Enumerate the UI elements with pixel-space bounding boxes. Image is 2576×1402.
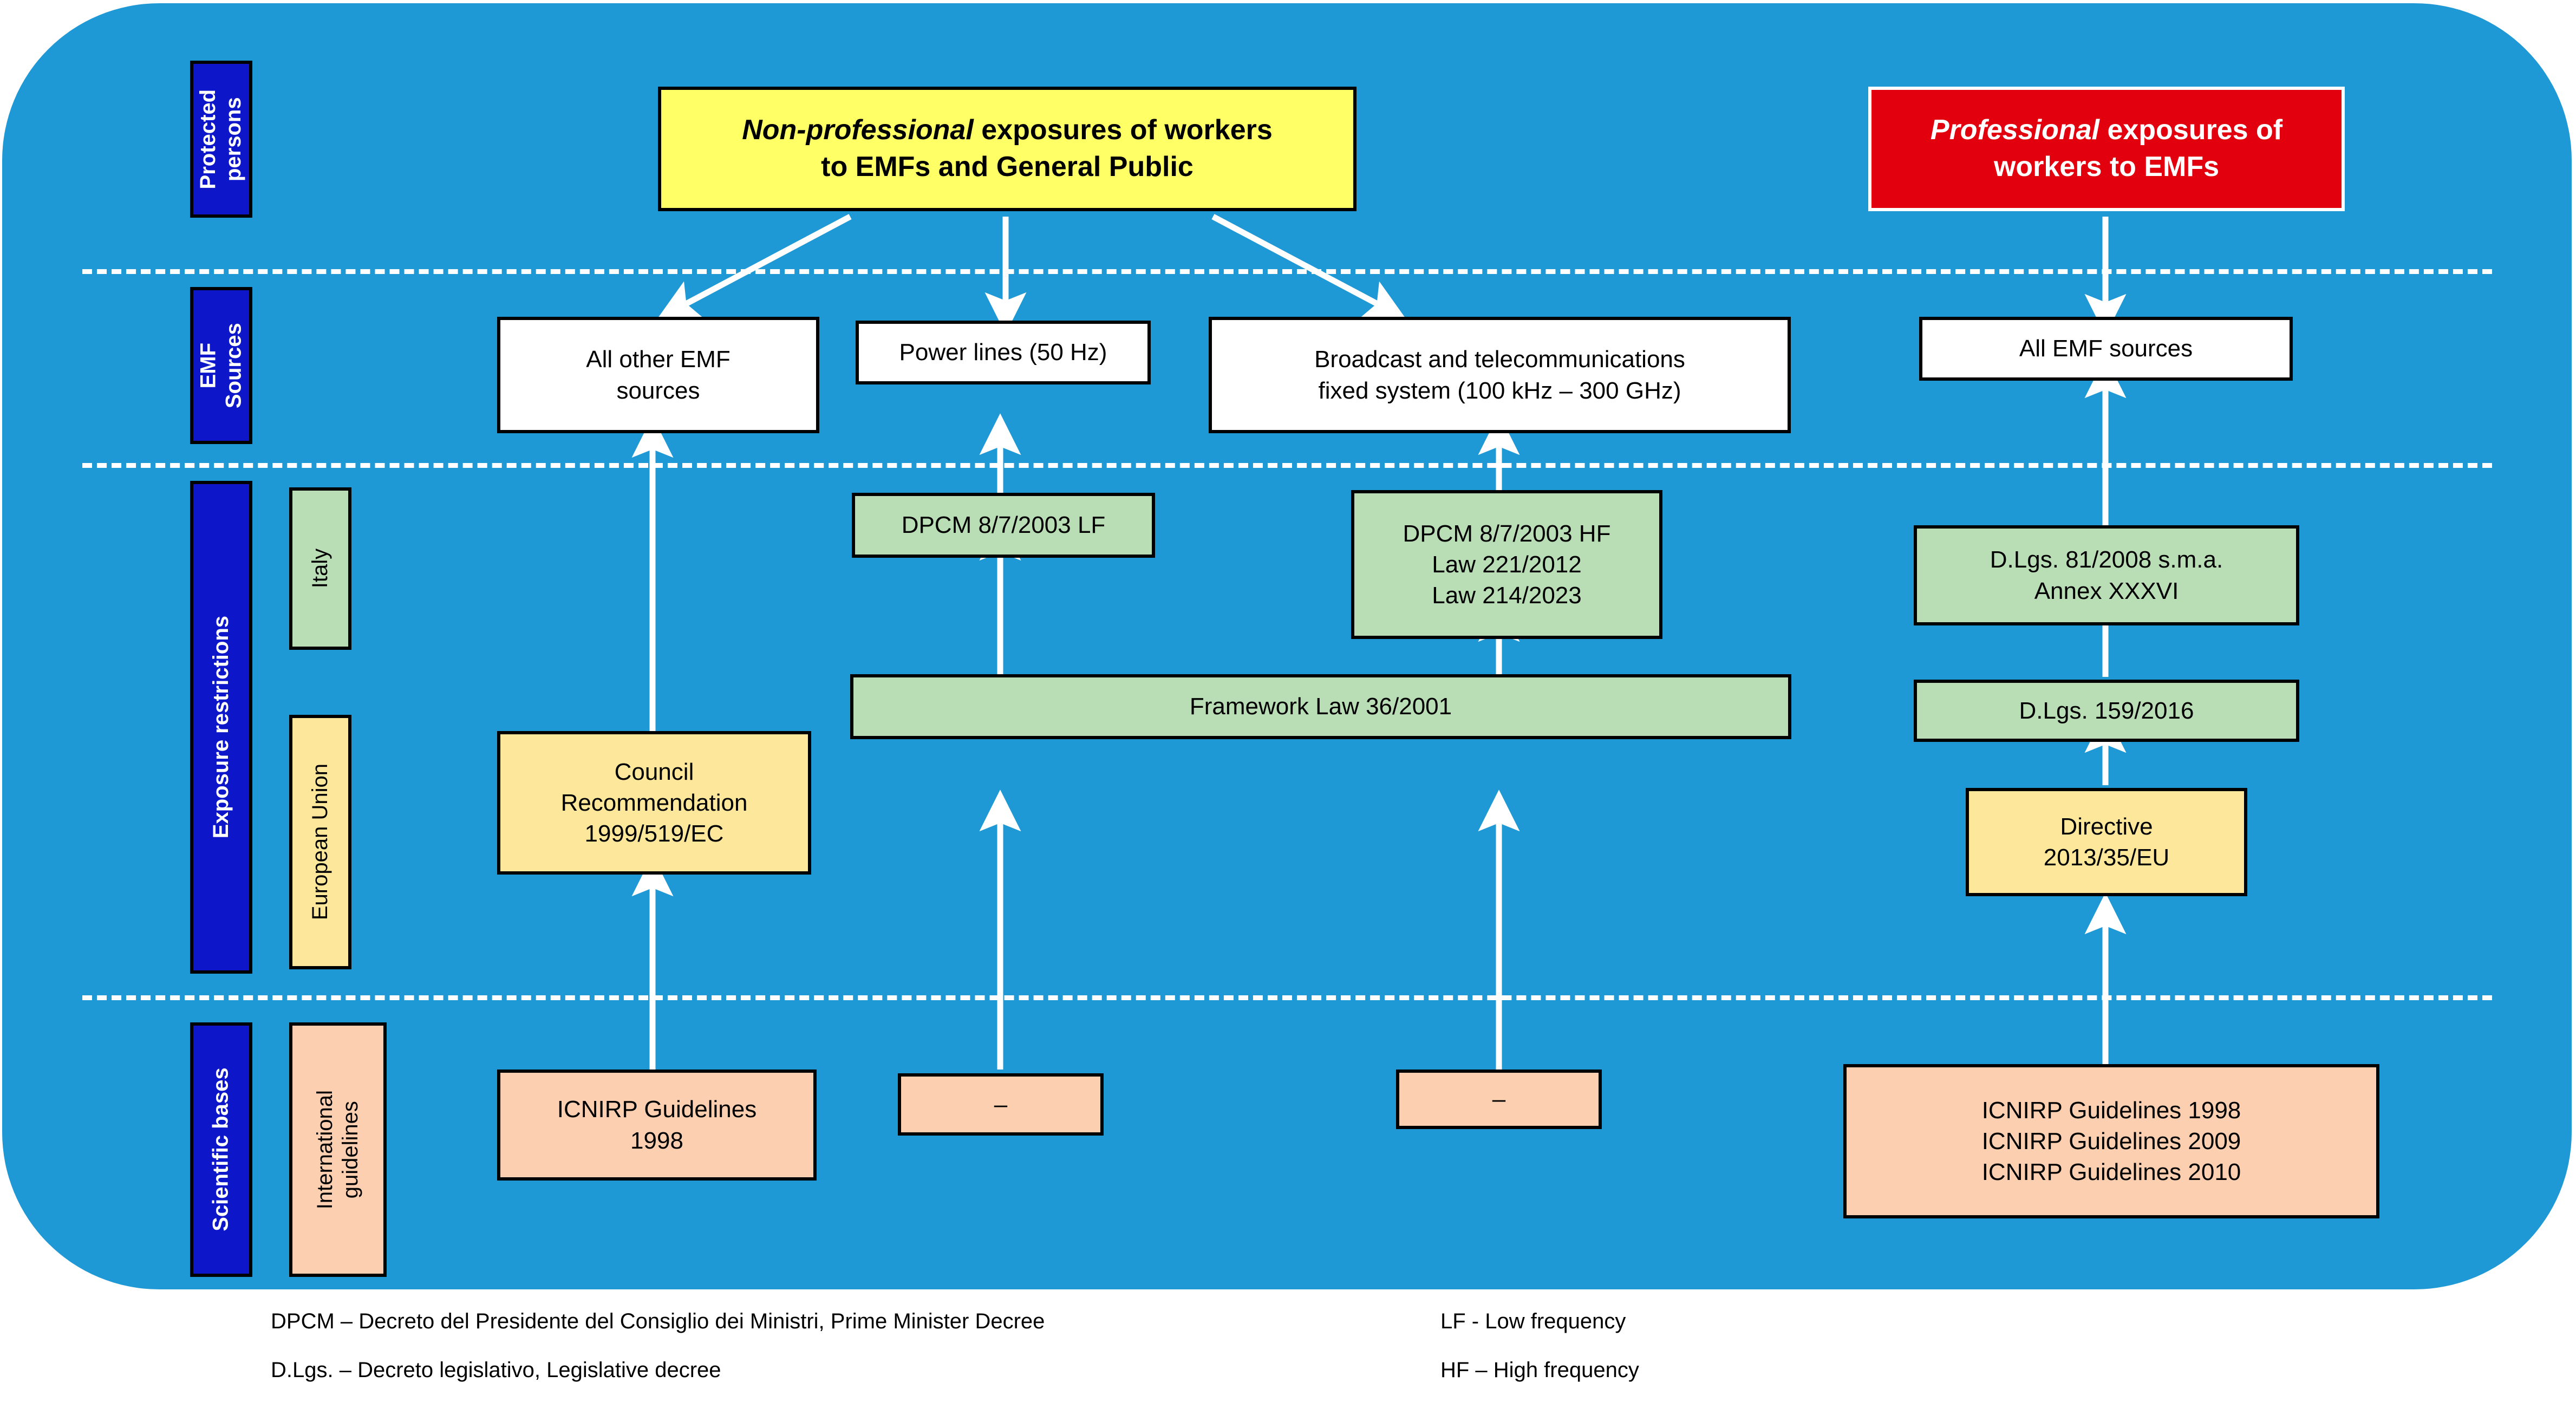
rail-european-union-label: European Union bbox=[308, 764, 332, 921]
legend-hf: HF – High frequency bbox=[1440, 1358, 1639, 1382]
scientific-dash-lf: – bbox=[898, 1073, 1104, 1136]
rail-scientific-bases: Scientific bases bbox=[190, 1022, 252, 1277]
restriction-council-rec-line2: Recommendation bbox=[560, 789, 748, 816]
rail-european-union: European Union bbox=[289, 715, 351, 969]
source-all-emf-sources-label: All EMF sources bbox=[2019, 335, 2193, 362]
restriction-directive-line1: Directive bbox=[2060, 813, 2153, 840]
restriction-directive-2013-35-eu: Directive 2013/35/EU bbox=[1966, 788, 2247, 896]
source-power-lines-label: Power lines (50 Hz) bbox=[899, 339, 1107, 366]
header-nonprofessional-exposures: Non-professional exposures of workers to… bbox=[658, 87, 1357, 211]
restriction-dpcm-hf-line1: DPCM 8/7/2003 HF bbox=[1403, 520, 1611, 547]
rail-italy-label: Italy bbox=[308, 549, 332, 589]
band-separator-sources-restrictions bbox=[82, 463, 2492, 468]
rail-exposure-restrictions: Exposure restrictions bbox=[190, 481, 252, 974]
rail-protected-persons-line1: Protected bbox=[196, 89, 220, 190]
restriction-dlgs-159-2016: D.Lgs. 159/2016 bbox=[1914, 680, 2299, 742]
restriction-dlgs-81-line2: Annex XXXVI bbox=[2034, 577, 2179, 604]
header-nonprofessional-emphasis: Non-professional bbox=[742, 114, 974, 146]
rail-protected-persons-line2: persons bbox=[221, 97, 246, 181]
source-broadcast-line1: Broadcast and telecommunications bbox=[1314, 346, 1685, 373]
scientific-icnirp-right-line2: ICNIRP Guidelines 2009 bbox=[1981, 1127, 2241, 1155]
rail-exposure-restrictions-label: Exposure restrictions bbox=[208, 616, 233, 839]
restriction-council-recommendation: Council Recommendation 1999/519/EC bbox=[497, 731, 811, 875]
scientific-dash-lf-label: – bbox=[994, 1091, 1008, 1118]
legend-dpcm: DPCM – Decreto del Presidente del Consig… bbox=[271, 1309, 1045, 1333]
source-all-emf-sources: All EMF sources bbox=[1919, 317, 2293, 381]
scientific-icnirp-1998-line1: ICNIRP Guidelines bbox=[557, 1096, 757, 1123]
header-nonprofessional-rest: exposures of workers bbox=[973, 114, 1273, 146]
scientific-icnirp-right-line1: ICNIRP Guidelines 1998 bbox=[1981, 1097, 2241, 1124]
restriction-dlgs-81-2008: D.Lgs. 81/2008 s.m.a. Annex XXXVI bbox=[1914, 525, 2299, 625]
rail-emf-sources-line2: Sources bbox=[221, 323, 246, 408]
band-separator-protected-sources bbox=[82, 269, 2492, 274]
legend-lf: LF - Low frequency bbox=[1440, 1309, 1626, 1333]
header-professional-line1: Professional exposures of bbox=[1931, 112, 2282, 149]
restriction-dlgs-81-line1: D.Lgs. 81/2008 s.m.a. bbox=[1990, 546, 2223, 573]
header-nonprofessional-line2: to EMFs and General Public bbox=[821, 151, 1194, 182]
scientific-dash-hf-label: – bbox=[1492, 1086, 1506, 1113]
restriction-framework-law-label: Framework Law 36/2001 bbox=[1189, 693, 1452, 720]
source-all-other-emf-line1: All other EMF bbox=[586, 346, 731, 373]
rail-italy: Italy bbox=[289, 487, 351, 650]
scientific-icnirp-right: ICNIRP Guidelines 1998 ICNIRP Guidelines… bbox=[1843, 1064, 2379, 1218]
restriction-council-rec-line3: 1999/519/EC bbox=[584, 820, 724, 847]
source-broadcast-line2: fixed system (100 kHz – 300 GHz) bbox=[1318, 377, 1681, 404]
legend-dlgs: D.Lgs. – Decreto legislativo, Legislativ… bbox=[271, 1358, 721, 1382]
rail-international-guidelines-line1: International bbox=[312, 1090, 337, 1210]
rail-international-guidelines-line2: guidelines bbox=[338, 1100, 362, 1199]
source-all-other-emf: All other EMF sources bbox=[497, 317, 819, 433]
restriction-dpcm-hf-line3: Law 214/2023 bbox=[1432, 582, 1582, 609]
header-professional-line2: workers to EMFs bbox=[1993, 151, 2220, 182]
restriction-framework-law-36-2001: Framework Law 36/2001 bbox=[850, 674, 1791, 739]
rail-emf-sources: EMF Sources bbox=[190, 287, 252, 444]
scientific-icnirp-right-line3: ICNIRP Guidelines 2010 bbox=[1981, 1159, 2241, 1186]
header-professional-rest: exposures of bbox=[2099, 114, 2283, 146]
source-all-other-emf-line2: sources bbox=[616, 377, 700, 404]
header-professional-exposures: Professional exposures of workers to EMF… bbox=[1868, 87, 2345, 211]
restriction-dpcm-hf-line2: Law 221/2012 bbox=[1432, 551, 1582, 578]
header-professional-emphasis: Professional bbox=[1930, 114, 2099, 146]
scientific-icnirp-1998-line2: 1998 bbox=[630, 1127, 683, 1154]
restriction-dlgs-159-label: D.Lgs. 159/2016 bbox=[2019, 697, 2194, 724]
source-power-lines: Power lines (50 Hz) bbox=[856, 321, 1151, 384]
restriction-council-rec-line1: Council bbox=[614, 758, 694, 785]
rail-emf-sources-line1: EMF bbox=[196, 342, 220, 389]
scientific-dash-hf: – bbox=[1396, 1070, 1602, 1129]
restriction-dpcm-lf-label: DPCM 8/7/2003 LF bbox=[901, 512, 1106, 539]
band-separator-restrictions-scientific bbox=[82, 995, 2492, 1000]
scientific-icnirp-1998-left: ICNIRP Guidelines 1998 bbox=[497, 1070, 817, 1181]
rail-scientific-bases-label: Scientific bases bbox=[208, 1067, 233, 1232]
rail-international-guidelines: International guidelines bbox=[289, 1022, 387, 1277]
restriction-dpcm-lf: DPCM 8/7/2003 LF bbox=[852, 493, 1155, 558]
restriction-dpcm-hf: DPCM 8/7/2003 HF Law 221/2012 Law 214/20… bbox=[1351, 490, 1662, 639]
rail-protected-persons: Protected persons bbox=[190, 61, 252, 218]
restriction-directive-line2: 2013/35/EU bbox=[2043, 844, 2170, 871]
source-broadcast-telecom: Broadcast and telecommunications fixed s… bbox=[1209, 317, 1791, 433]
header-nonprofessional-line1: Non-professional exposures of workers bbox=[742, 112, 1273, 149]
